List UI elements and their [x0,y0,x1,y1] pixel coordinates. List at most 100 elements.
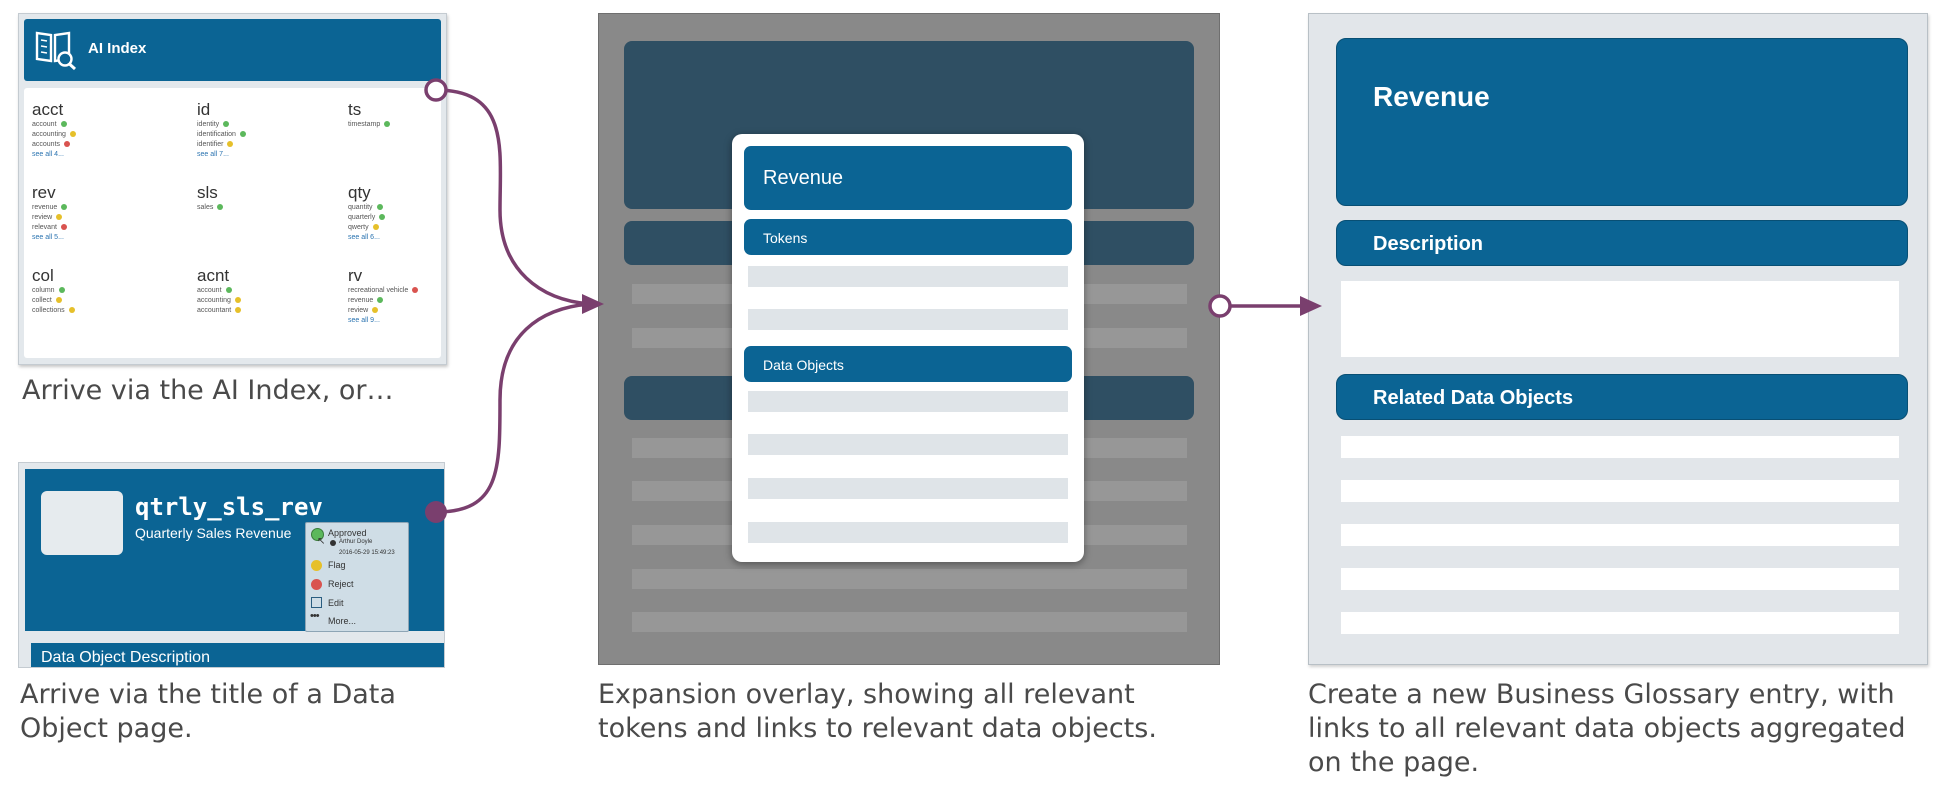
caption-ai-index: Arrive via the AI Index, or… [22,375,394,406]
data-object-subtitle: Quarterly Sales Revenue [135,525,292,541]
token-abbreviation[interactable]: acct [32,100,64,119]
token-expansion[interactable]: timestamp [348,120,488,130]
token-abbreviation[interactable]: ts [348,100,362,119]
caption-data-object-line1: Arrive via the title of a Data [20,679,396,710]
status-dot-icon [234,297,241,304]
token-expansion[interactable]: relevant [32,223,172,233]
data-object-header: qtrly_sls_rev Quarterly Sales Revenue Ap… [25,469,444,632]
data-object-row[interactable] [748,434,1068,455]
status-dot-icon [372,224,379,231]
related-data-object-row[interactable] [1341,524,1899,546]
status-dot-icon [69,131,76,138]
token-expansion[interactable]: accounting [32,130,172,140]
token-abbreviation[interactable]: rev [32,183,56,202]
see-all-link[interactable]: see all 4... [32,151,64,158]
menu-item-reject[interactable]: Reject [328,579,354,589]
token-expansion-label: accounts [32,141,61,148]
status-dot-icon [55,297,62,304]
token-expansion[interactable]: identity [197,120,337,130]
glossary-related-header: Related Data Objects [1373,387,1574,409]
ai-index-header: AI Index [24,19,441,81]
token-expansion[interactable]: quarterly [348,213,488,223]
data-object-panel: qtrly_sls_rev Quarterly Sales Revenue Ap… [18,462,445,668]
data-object-thumbnail [41,491,123,555]
menu-item-approved[interactable]: Approved [328,528,367,538]
data-object-title[interactable]: qtrly_sls_rev [135,493,323,521]
see-all-link[interactable]: see all 6... [348,234,380,241]
menu-item-edit[interactable]: Edit [328,598,344,608]
token-expansion-label: account [197,287,222,294]
token-expansion[interactable]: account [32,120,172,130]
token-expansion[interactable]: qwerty [348,223,488,233]
menu-item-flag[interactable]: Flag [328,560,346,570]
token-expansion-label: revenue [348,297,374,304]
approved-icon [311,528,324,541]
data-object-row[interactable] [748,478,1068,499]
token-expansion-label: timestamp [348,121,381,128]
token-abbreviation[interactable]: qty [348,183,371,202]
related-data-object-row[interactable] [1341,480,1899,502]
see-all-link[interactable]: see all 9... [348,317,380,324]
token-expansion-label: account [32,121,57,128]
token-expansion[interactable]: sales [197,203,337,213]
token-expansion[interactable]: revenue [32,203,172,213]
status-dot-icon [223,121,230,128]
related-data-object-row[interactable] [1341,436,1899,458]
user-icon [330,540,336,546]
related-data-object-row[interactable] [1341,568,1899,590]
menu-item-more[interactable]: More... [328,616,357,626]
overlay-tokens-bar: Tokens [744,219,1072,255]
token-expansion[interactable]: accountant [197,306,337,316]
ai-index-title: AI Index [88,40,147,57]
token-abbreviation[interactable]: rv [348,266,363,285]
token-abbreviation[interactable]: col [32,266,54,285]
token-expansion[interactable]: revenue [348,296,488,306]
status-dot-icon [64,141,71,148]
status-dot-icon [372,307,379,314]
business-glossary-panel: Revenue Description Related Data Objects [1308,13,1928,665]
status-dot-icon [239,131,246,138]
token-expansion[interactable]: accounting [197,296,337,306]
data-object-row[interactable] [748,522,1068,543]
token-expansion[interactable]: recreational vehicle [348,286,488,296]
glossary-description-field[interactable] [1341,281,1899,357]
token-expansion[interactable]: column [32,286,172,296]
token-expansion-label: accounting [32,131,66,138]
token-row[interactable] [748,309,1068,330]
status-dot-icon [227,141,234,148]
token-expansion[interactable]: identifier [197,140,337,150]
data-object-row[interactable] [748,391,1068,412]
token-expansion-label: accounting [197,297,231,304]
token-abbreviation[interactable]: sls [197,183,218,202]
see-all-link[interactable]: see all 7... [197,151,229,158]
token-expansion[interactable]: account [197,286,337,296]
see-all-link[interactable]: see all 5... [32,234,64,241]
token-expansion[interactable]: collections [32,306,172,316]
token-group: acct account accounting accounts see all 4..… [32,100,172,160]
token-expansion-label: identity [197,121,220,128]
token-expansion[interactable]: identification [197,130,337,140]
status-dot-icon [58,287,65,294]
book-search-icon [34,27,78,76]
token-abbreviation[interactable]: acnt [197,266,230,285]
caption-glossary: Create a new Business Glossary entry, wi… [1308,678,1905,780]
overlay-tokens-header: Tokens [763,230,808,246]
token-expansion[interactable]: collect [32,296,172,306]
token-expansion[interactable]: quantity [348,203,488,213]
related-data-object-row[interactable] [1341,612,1899,634]
flag-icon [311,560,322,571]
glossary-description-header: Description [1373,233,1484,255]
token-row[interactable] [748,266,1068,287]
approver-name: Arthur Doyle [339,539,373,545]
token-expansion-label: relevant [32,224,57,231]
token-group: ts timestamp [348,100,488,130]
token-abbreviation[interactable]: id [197,100,211,119]
token-expansion[interactable]: accounts [32,140,172,150]
overlay-data-objects-header: Data Objects [763,357,844,373]
token-expansion[interactable]: review [32,213,172,223]
token-expansion[interactable]: review [348,306,488,316]
token-expansion-label: identification [197,131,236,138]
